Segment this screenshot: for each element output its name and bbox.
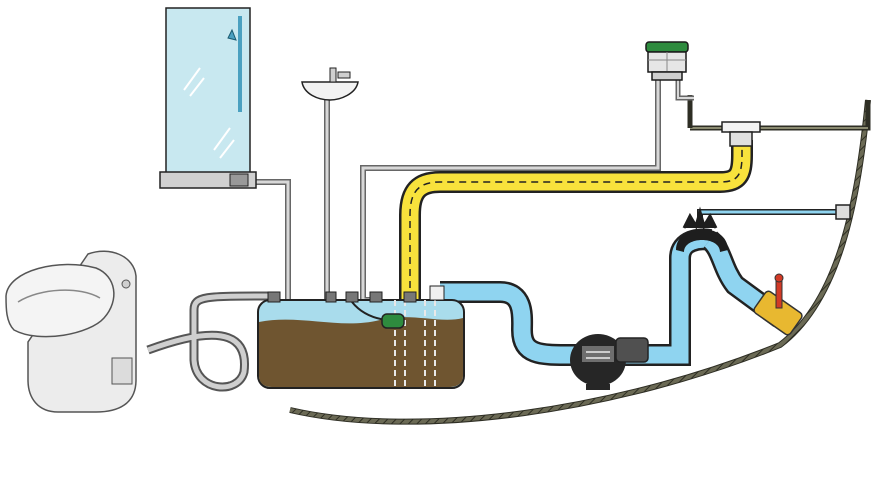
deck-fitting-icon <box>721 121 761 147</box>
vented-loop-icon <box>676 206 728 252</box>
pump-icon <box>570 334 649 390</box>
tank-icon <box>257 285 465 389</box>
washbasin-icon <box>301 67 359 101</box>
waste-pumpout-hose <box>399 140 753 300</box>
shower-icon <box>159 7 257 189</box>
toilet-hose <box>146 291 271 392</box>
hull-fitting <box>835 204 851 220</box>
float-switch-icon <box>351 301 405 329</box>
vent-filter-icon <box>645 41 689 81</box>
valve-icon <box>753 273 803 336</box>
toilet-icon <box>5 250 137 413</box>
